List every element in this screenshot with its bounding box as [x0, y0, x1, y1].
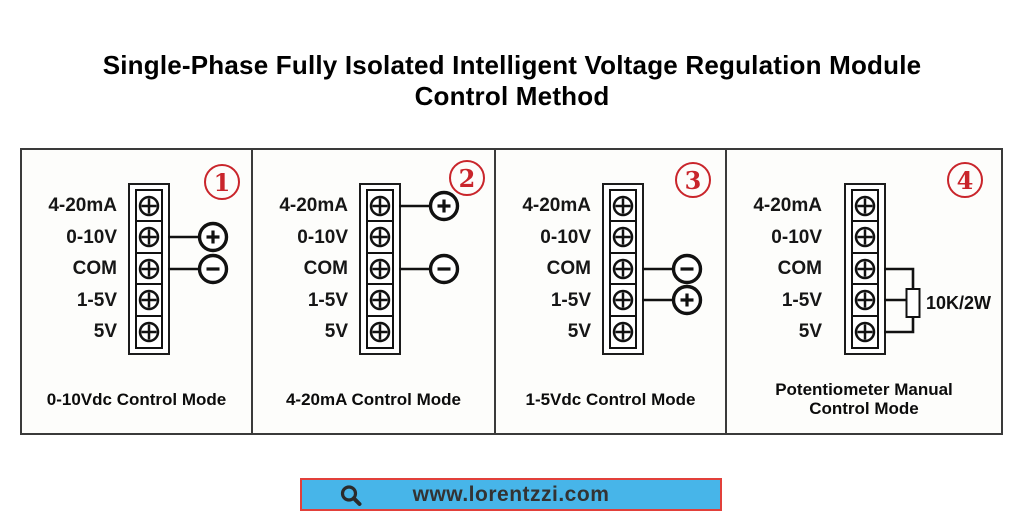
panel-number-badge: 4 — [947, 162, 983, 198]
search-icon — [340, 485, 362, 506]
screw-terminal — [135, 189, 163, 223]
panel-4-20ma-mode: 2 4-20mA 0-10V COM 1-5V 5V 4-20mA Con — [253, 150, 496, 433]
screw-terminal — [609, 189, 637, 223]
panel-caption: Potentiometer Manual Control Mode — [775, 380, 953, 418]
terminal-label-4-20ma: 4-20mA — [753, 195, 822, 216]
screw-terminal — [366, 220, 394, 255]
screw-terminal — [851, 251, 879, 286]
plus-terminal-icon — [197, 221, 229, 253]
terminal-label-5v: 5V — [93, 321, 117, 342]
panel-1-5vdc-mode: 3 4-20mA 0-10V COM 1-5V 5V 1-5Vdc Con — [496, 150, 727, 433]
terminal-label-4-20ma: 4-20mA — [522, 195, 591, 216]
panel-number-badge: 3 — [675, 162, 711, 198]
screw-icon — [138, 321, 160, 342]
screw-terminal — [366, 189, 394, 223]
screw-terminal — [135, 283, 163, 318]
screw-icon — [612, 195, 634, 217]
screw-icon — [854, 321, 876, 342]
panel-number: 2 — [458, 163, 476, 193]
page-title: Single-Phase Fully Isolated Intelligent … — [0, 50, 1024, 112]
terminal-label-5v: 5V — [798, 321, 822, 342]
screw-icon — [369, 227, 391, 248]
terminal-label-1-5v: 1-5V — [76, 290, 117, 311]
screw-terminal — [851, 283, 879, 318]
terminal-label-4-20ma: 4-20mA — [279, 195, 348, 216]
terminal-label-5v: 5V — [324, 321, 348, 342]
website-banner: www.lorentzzi.com — [300, 478, 722, 511]
terminal-strip — [128, 183, 170, 355]
screw-icon — [369, 195, 391, 217]
screw-icon — [612, 289, 634, 311]
screw-terminal — [366, 251, 394, 286]
screw-icon — [854, 289, 876, 311]
screw-terminal — [609, 220, 637, 255]
screw-terminal — [851, 220, 879, 255]
terminal-strip — [359, 183, 401, 355]
screw-icon — [138, 289, 160, 311]
screw-terminal — [135, 251, 163, 286]
screw-terminal — [609, 251, 637, 286]
page-title-line1: Single-Phase Fully Isolated Intelligent … — [102, 50, 922, 80]
panel-caption: 0-10Vdc Control Mode — [46, 390, 227, 409]
panel-0-10vdc-mode: 1 4-20mA 0-10V COM 1-5V 5V 0-10Vdc Co — [22, 150, 253, 433]
screw-terminal — [609, 314, 637, 349]
wiring-panels: 1 4-20mA 0-10V COM 1-5V 5V 0-10Vdc Co — [20, 148, 1003, 435]
panel-number: 3 — [684, 165, 702, 195]
panel-caption: 1-5Vdc Control Mode — [525, 390, 696, 409]
screw-icon — [612, 227, 634, 248]
page-title-line2: Control Method — [414, 81, 610, 111]
minus-terminal-icon — [671, 253, 703, 285]
screw-icon — [138, 258, 160, 280]
terminal-label-1-5v: 1-5V — [307, 290, 348, 311]
panel-number: 1 — [213, 167, 231, 197]
potentiometer-resistor-icon — [905, 288, 921, 318]
minus-terminal-icon — [428, 253, 460, 285]
screw-icon — [369, 321, 391, 342]
screw-terminal — [851, 314, 879, 349]
screw-terminal — [366, 283, 394, 318]
screw-icon — [612, 258, 634, 280]
potentiometer-value-label: 10K/2W — [926, 293, 991, 313]
plus-terminal-icon — [428, 190, 460, 222]
screw-terminal — [135, 314, 163, 349]
terminal-label-0-10v: 0-10V — [771, 227, 822, 248]
minus-terminal-icon — [197, 253, 229, 285]
terminal-label-0-10v: 0-10V — [540, 227, 591, 248]
screw-icon — [854, 195, 876, 217]
terminal-label-com: COM — [546, 258, 591, 279]
terminal-label-1-5v: 1-5V — [550, 290, 591, 311]
terminal-label-com: COM — [72, 258, 117, 279]
panel-caption: 4-20mA Control Mode — [285, 390, 462, 409]
screw-terminal — [366, 314, 394, 349]
terminal-label-0-10v: 0-10V — [297, 227, 348, 248]
screw-icon — [854, 227, 876, 248]
terminal-label-5v: 5V — [567, 321, 591, 342]
panel-number-badge: 2 — [449, 160, 485, 196]
screw-icon — [138, 227, 160, 248]
panel-potentiometer-mode: 4 4-20mA 0-10V COM 1-5V 5V 10K/2W Potent… — [727, 150, 1001, 433]
screw-icon — [138, 195, 160, 217]
terminal-label-com: COM — [303, 258, 348, 279]
panel-number-badge: 1 — [204, 164, 240, 200]
terminal-strip — [844, 183, 886, 355]
terminal-strip — [602, 183, 644, 355]
screw-icon — [854, 258, 876, 280]
screw-icon — [369, 289, 391, 311]
screw-icon — [369, 258, 391, 280]
screw-terminal — [135, 220, 163, 255]
terminal-label-com: COM — [777, 258, 822, 279]
screw-icon — [612, 321, 634, 342]
screw-terminal — [851, 189, 879, 223]
terminal-label-0-10v: 0-10V — [66, 227, 117, 248]
screw-terminal — [609, 283, 637, 318]
panel-number: 4 — [956, 165, 974, 195]
website-url: www.lorentzzi.com — [412, 482, 610, 506]
terminal-label-1-5v: 1-5V — [781, 290, 822, 311]
plus-terminal-icon — [671, 284, 703, 316]
terminal-label-4-20ma: 4-20mA — [48, 195, 117, 216]
